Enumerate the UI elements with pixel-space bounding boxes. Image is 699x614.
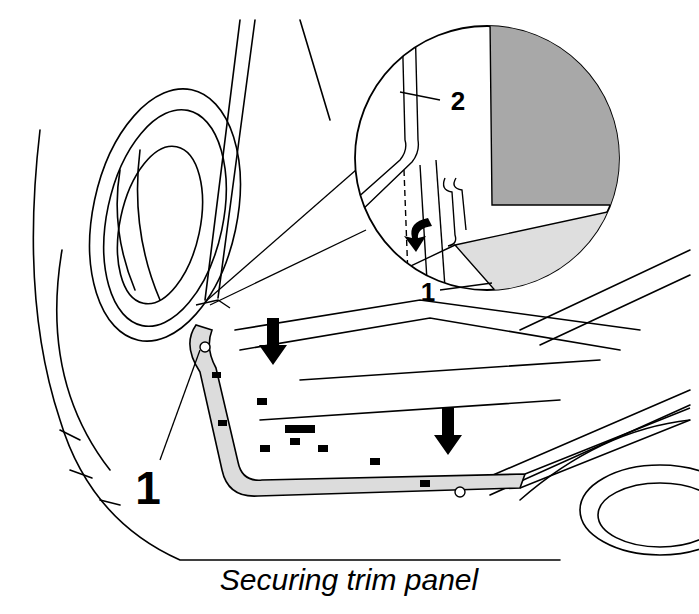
push-arrow xyxy=(259,318,462,455)
car-body xyxy=(33,20,699,560)
inset-detail xyxy=(355,20,640,330)
callout-number: 2 xyxy=(449,87,467,115)
callout-number: 1 xyxy=(133,464,163,512)
callout-number: 1 xyxy=(419,278,437,306)
figure-caption: Securing trim panel xyxy=(220,565,478,595)
inset-pointer xyxy=(196,170,366,308)
leader-line xyxy=(160,92,492,460)
